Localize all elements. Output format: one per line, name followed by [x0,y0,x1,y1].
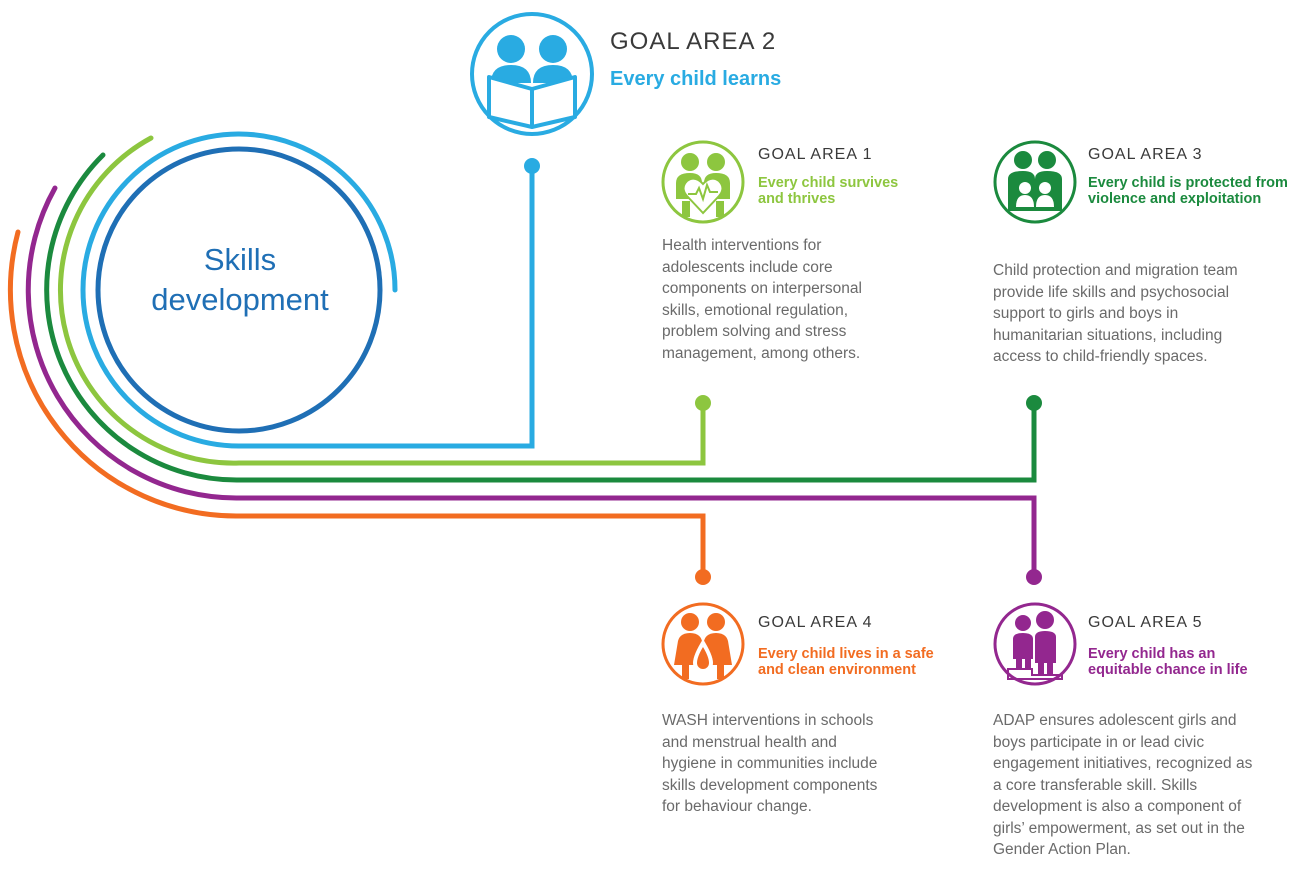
goal-area-5-text-line: boys participate in or lead civic [993,733,1205,751]
children-water-drop-icon [661,602,745,686]
endpoint-dot-ga1 [695,395,711,411]
connector-ga1 [57,135,706,466]
hub-circle [95,146,383,434]
goal-area-3-text-line: provide life skills and psychosocial [993,283,1230,301]
goal-area-5-subtitle-line2: equitable chance in life [1088,662,1248,678]
goal-area-1-text-line: Health interventions for [662,237,822,254]
goal-area-5-text-line: development is also a component of [993,798,1242,815]
goal-area-3-text-line: access to child-friendly spaces. [993,348,1208,365]
connector-ga4 [7,229,706,579]
goal-area-2-label: GOAL AREA 2 [610,28,777,55]
endpoint-dot-ga2 [524,158,540,174]
endpoint-dot-ga4 [695,569,711,585]
children-heart-icon [661,140,745,224]
goal-area-3-text-line: Child protection and migration team [993,262,1238,279]
children-equity-steps-icon [993,602,1077,686]
goal-area-5-text-line: a core transferable skill. Skills [993,776,1198,794]
connector-ga2 [80,131,535,449]
goal-area-1-text-line: adolescents include core [662,258,833,276]
goal-area-3-subtitle-line2: violence and exploitation [1088,191,1262,207]
hub-title-line1: Skills [203,242,277,277]
goal-area-3-description: Child protection and migration team prov… [993,260,1238,368]
goal-area-1-description: Health interventions for adolescents inc… [662,235,862,364]
goal-area-1-subtitle: Every child survives and thrives [758,175,898,207]
goal-area-1-subtitle-line1: Every child survives [758,175,899,191]
goal-area-1-text-line: skills, emotional regulation, [662,301,849,319]
goal-area-3-subtitle: Every child is protected from violence a… [1088,175,1288,207]
goal-area-3-text-line: humanitarian situations, including [993,326,1223,344]
connector-ga3 [44,152,1037,483]
goal-area-3-subtitle-line1: Every child is protected from [1088,175,1288,191]
goal-area-4-subtitle-line2: and clean environment [758,662,916,678]
goal-area-5-text-line: ADAP ensures adolescent girls and [993,712,1237,729]
goal-area-4-description: WASH interventions in schools and menstr… [662,710,877,818]
hub-title: Skills development [100,240,380,320]
goal-area-5-text-line: girls’ empowerment, as set out in the [993,819,1245,837]
goal-area-4-subtitle: Every child lives in a safe and clean en… [758,646,934,678]
family-protection-icon [993,140,1077,224]
endpoint-dot-ga5 [1026,569,1042,585]
goal-area-4-label: GOAL AREA 4 [758,614,873,631]
hub-title-line2: development [151,282,329,317]
goal-area-5-text-line: Gender Action Plan. [993,841,1131,858]
goal-area-1-label: GOAL AREA 1 [758,146,873,163]
goal-area-5-text-line: engagement initiatives, recognized as [993,755,1253,772]
children-reading-book-icon [470,12,594,136]
goal-area-5-subtitle-line1: Every child has an [1088,646,1216,662]
goal-area-5-label: GOAL AREA 5 [1088,614,1203,631]
goal-area-4-subtitle-line1: Every child lives in a safe [758,646,934,662]
goal-area-4-text-line: for behaviour change. [662,798,812,815]
goal-area-4-text-line: and menstrual health and [662,733,837,751]
goal-area-3-text-line: support to girls and boys in [993,305,1179,322]
goal-area-4-text-line: WASH interventions in schools [662,712,874,729]
goal-area-1-subtitle-line2: and thrives [758,191,836,207]
goal-area-1-text-line: components on interpersonal [662,280,862,297]
goal-area-4-text-line: skills development components [662,776,878,794]
goal-area-3-label: GOAL AREA 3 [1088,146,1203,163]
goal-area-2-subtitle: Every child learns [610,68,782,90]
goal-area-1-text-line: management, among others. [662,344,861,362]
connector-ga5 [25,185,1037,579]
goal-area-1-text-line: problem solving and stress [662,323,847,340]
goal-area-4-text-line: hygiene in communities include [662,755,878,772]
goal-area-5-description: ADAP ensures adolescent girls and boys p… [993,710,1252,861]
goal-area-5-subtitle: Every child has an equitable chance in l… [1088,646,1248,678]
endpoint-dot-ga3 [1026,395,1042,411]
